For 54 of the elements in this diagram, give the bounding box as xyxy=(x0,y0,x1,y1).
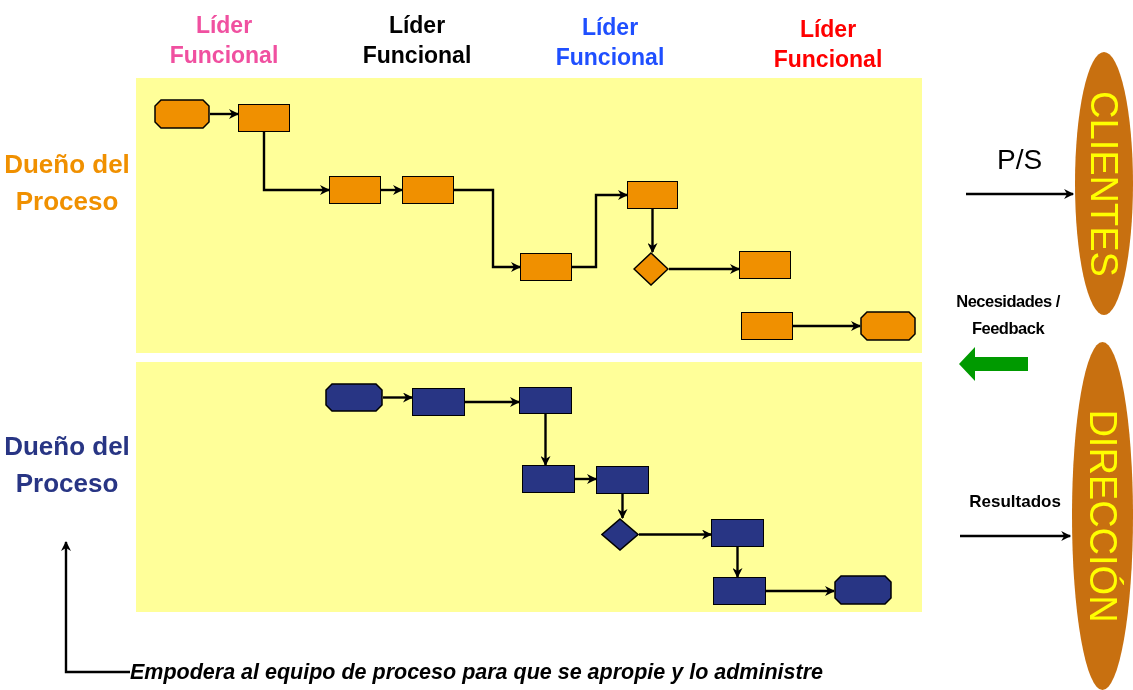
arrow xyxy=(540,414,551,466)
row-label: Dueño del Proceso xyxy=(0,428,134,540)
process-box xyxy=(713,577,766,605)
process-box xyxy=(627,181,678,209)
arrow xyxy=(61,541,130,674)
ellipse xyxy=(1072,342,1133,690)
arrow xyxy=(381,185,403,195)
process-box xyxy=(596,466,649,494)
terminator-shape xyxy=(834,575,892,605)
process-box xyxy=(519,387,572,414)
column-header: Líder Funcional xyxy=(554,13,666,72)
vertical-label: DIRECCIÓN xyxy=(1083,409,1122,623)
arrow xyxy=(262,132,330,195)
arrow xyxy=(966,189,1075,199)
arrow xyxy=(465,397,520,407)
swimlane-band xyxy=(136,78,922,353)
row-label: Dueño del Proceso xyxy=(0,146,134,258)
process-box xyxy=(238,104,290,132)
column-header: Líder Funcional xyxy=(361,11,473,70)
edge-label: Resultados xyxy=(968,492,1062,512)
arrow xyxy=(454,188,521,272)
arrow xyxy=(575,474,597,484)
arrow xyxy=(639,529,712,540)
arrow xyxy=(210,109,239,119)
process-box xyxy=(329,176,381,204)
process-box xyxy=(522,465,575,493)
process-box xyxy=(741,312,793,340)
arrow xyxy=(617,494,628,519)
arrow xyxy=(732,547,743,578)
process-box xyxy=(520,253,572,281)
ellipse xyxy=(1075,52,1133,315)
process-box xyxy=(711,519,764,547)
column-header: Líder Funcional xyxy=(772,15,884,74)
arrow xyxy=(766,586,835,596)
flow-label: Necesidades / Feedback xyxy=(955,291,1061,339)
column-header: Líder Funcional xyxy=(168,11,280,70)
process-box xyxy=(412,388,465,416)
arrow xyxy=(383,392,413,403)
terminator-shape xyxy=(154,99,210,129)
terminator-shape xyxy=(325,383,383,412)
decision-diamond xyxy=(601,518,639,551)
arrow xyxy=(647,209,658,253)
decision-diamond xyxy=(633,252,669,286)
edge-label: P/S xyxy=(995,144,1044,176)
process-box xyxy=(402,176,454,204)
vertical-label: CLIENTES xyxy=(1085,90,1123,277)
swimlane-band xyxy=(136,362,922,612)
arrow xyxy=(669,264,740,274)
note-text: Empodera al equipo de proceso para que se apropie y lo administre xyxy=(130,657,960,687)
process-box xyxy=(739,251,791,279)
arrow xyxy=(960,531,1072,541)
arrow xyxy=(572,190,628,269)
arrow xyxy=(793,321,861,331)
terminator-shape xyxy=(860,311,916,341)
